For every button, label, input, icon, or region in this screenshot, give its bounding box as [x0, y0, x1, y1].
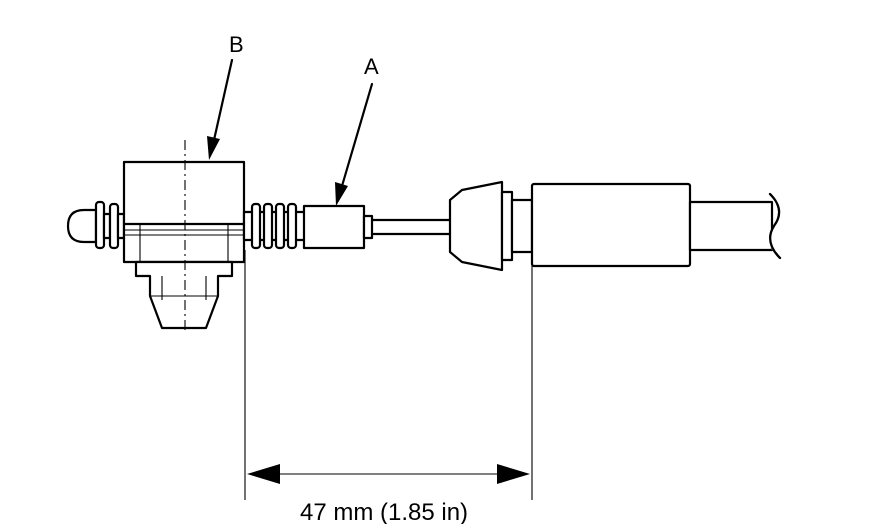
leader-b: [207, 58, 234, 160]
dimension-lines: [244, 250, 533, 500]
leader-a: [335, 82, 374, 206]
label-a: A: [364, 54, 379, 79]
left-nipple: [66, 200, 126, 250]
threaded-section: [242, 202, 310, 250]
clip-a: [302, 204, 374, 250]
bracket-b: [122, 140, 246, 334]
label-b: B: [229, 32, 244, 57]
cable-end-fitting: [448, 180, 534, 272]
dimension-arrow-left: [247, 464, 280, 484]
inner-cable: [370, 218, 454, 236]
dimension-arrow-right: [497, 464, 530, 484]
dimension-label: 47 mm (1.85 in): [300, 499, 468, 524]
cable-housing: [530, 182, 790, 268]
